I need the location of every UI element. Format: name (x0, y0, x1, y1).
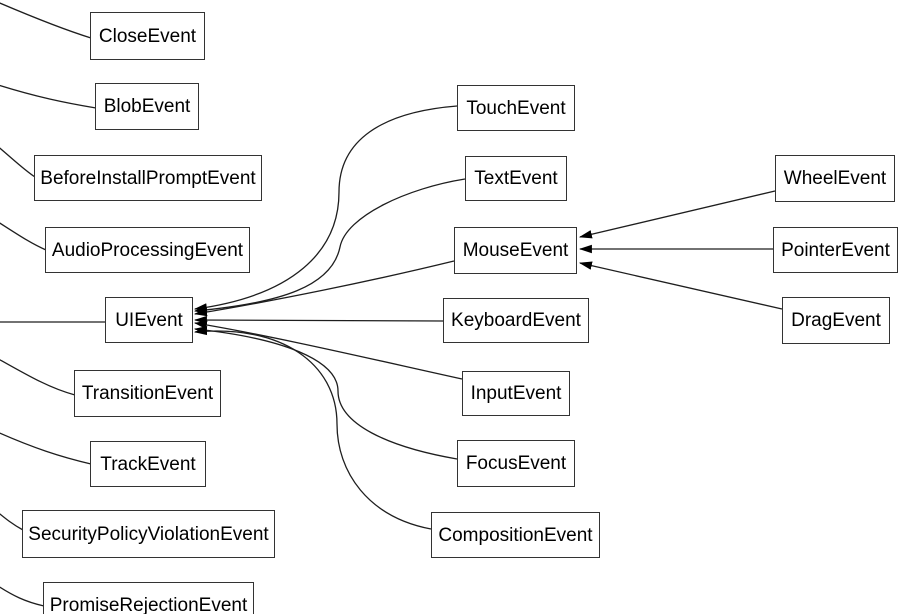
node-drag-event[interactable]: DragEvent (782, 297, 890, 344)
node-track-event[interactable]: TrackEvent (90, 441, 206, 487)
node-audio-processing-event[interactable]: AudioProcessingEvent (45, 227, 250, 273)
edge-audioprocessingevent-offscreen (0, 222, 47, 251)
node-wheel-event[interactable]: WheelEvent (775, 155, 895, 202)
node-keyboard-event[interactable]: KeyboardEvent (443, 298, 589, 343)
edge-beforeinstallpromptevent-offscreen (0, 147, 36, 178)
node-mouse-event[interactable]: MouseEvent (454, 227, 577, 274)
edge-trackevent-offscreen (0, 432, 92, 465)
edge-textevent-uievent (193, 178, 466, 315)
node-pointer-event[interactable]: PointerEvent (773, 227, 898, 273)
edge-transitionevent-offscreen (0, 359, 76, 396)
edge-blobevent-offscreen (0, 84, 97, 109)
node-ui-event[interactable]: UIEvent (105, 297, 193, 343)
node-transition-event[interactable]: TransitionEvent (74, 370, 221, 417)
edge-wheelevent-mouseevent (578, 190, 776, 239)
node-text-event[interactable]: TextEvent (465, 156, 567, 201)
edge-closeevent-offscreen (0, 2, 92, 39)
edge-inputevent-uievent (193, 320, 463, 380)
edge-touchevent-uievent (193, 105, 458, 312)
node-focus-event[interactable]: FocusEvent (457, 440, 575, 487)
node-close-event[interactable]: CloseEvent (90, 12, 205, 60)
edge-promiserejectionevent-offscreen (0, 586, 45, 607)
node-blob-event[interactable]: BlobEvent (95, 83, 199, 130)
node-input-event[interactable]: InputEvent (462, 371, 570, 416)
node-promise-rejection-event[interactable]: PromiseRejectionEvent (43, 582, 254, 614)
edge-compositionevent-uievent (193, 326, 432, 530)
edge-keyboardevent-uievent (193, 315, 444, 325)
edge-securitypolicyviolationevent-offscreen (0, 513, 24, 531)
node-touch-event[interactable]: TouchEvent (457, 85, 575, 131)
node-security-policy-violation-event[interactable]: SecurityPolicyViolationEvent (22, 510, 275, 558)
node-composition-event[interactable]: CompositionEvent (431, 512, 600, 558)
edge-focusevent-uievent (193, 326, 458, 460)
edge-mouseevent-uievent (193, 260, 455, 317)
node-before-install-prompt-event[interactable]: BeforeInstallPromptEvent (34, 155, 262, 201)
edge-dragevent-mouseevent (578, 261, 783, 310)
